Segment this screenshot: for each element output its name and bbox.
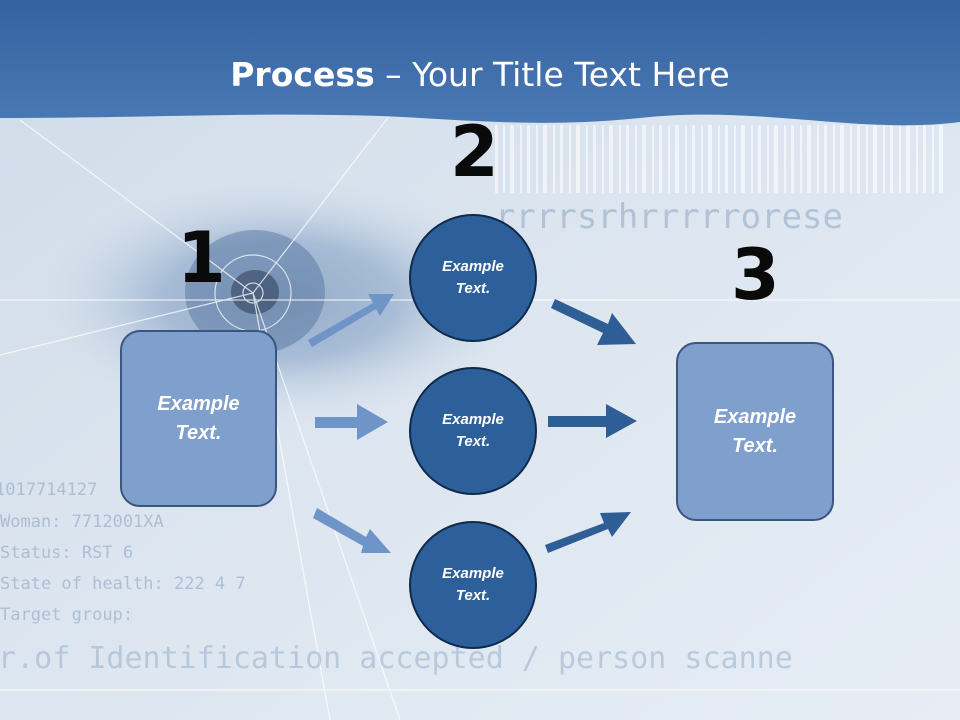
background-barcode-digits: rrrrsrhrrrrrorese (495, 197, 843, 237)
arrow-right-bottom (545, 512, 631, 553)
arrow-right-middle (548, 404, 637, 438)
arrow-left-top (308, 294, 394, 347)
circle-bottom-text: Example Text. (442, 564, 504, 605)
step-number-3: 3 (731, 234, 780, 316)
slide-title-rest: – Your Title Text Here (374, 55, 730, 94)
right-example-text: Example Text. (713, 405, 797, 457)
background-code-line: Woman: 7712001XA (0, 512, 164, 532)
circle-top-text: Example Text. (442, 257, 504, 298)
process-circle-top: Example Text. (409, 214, 537, 342)
arrow-left-bottom (313, 508, 391, 553)
process-circle-middle: Example Text. (409, 367, 537, 495)
slide-title-bold: Process (230, 55, 375, 94)
slide-title: Process – Your Title Text Here (0, 55, 960, 94)
left-example-text: Example Text. (157, 392, 240, 444)
process-circle-bottom: Example Text. (409, 521, 537, 649)
left-example-box: Example Text. (120, 330, 277, 507)
background-code-line: State of health: 222 4 7 (0, 574, 246, 594)
background-code-line: 1017714127 (0, 480, 97, 500)
background-bottom-line: Nr.of Identification accepted / person s… (0, 641, 793, 676)
step-number-1: 1 (177, 217, 226, 299)
arrow-left-middle (315, 404, 388, 440)
background-code-line: Target group: (0, 605, 133, 625)
arrow-right-top (551, 299, 636, 345)
background-code-line: Status: RST 6 (0, 543, 133, 563)
circle-middle-text: Example Text. (442, 410, 504, 451)
step-number-2: 2 (450, 111, 499, 193)
right-example-box: Example Text. (676, 342, 834, 521)
